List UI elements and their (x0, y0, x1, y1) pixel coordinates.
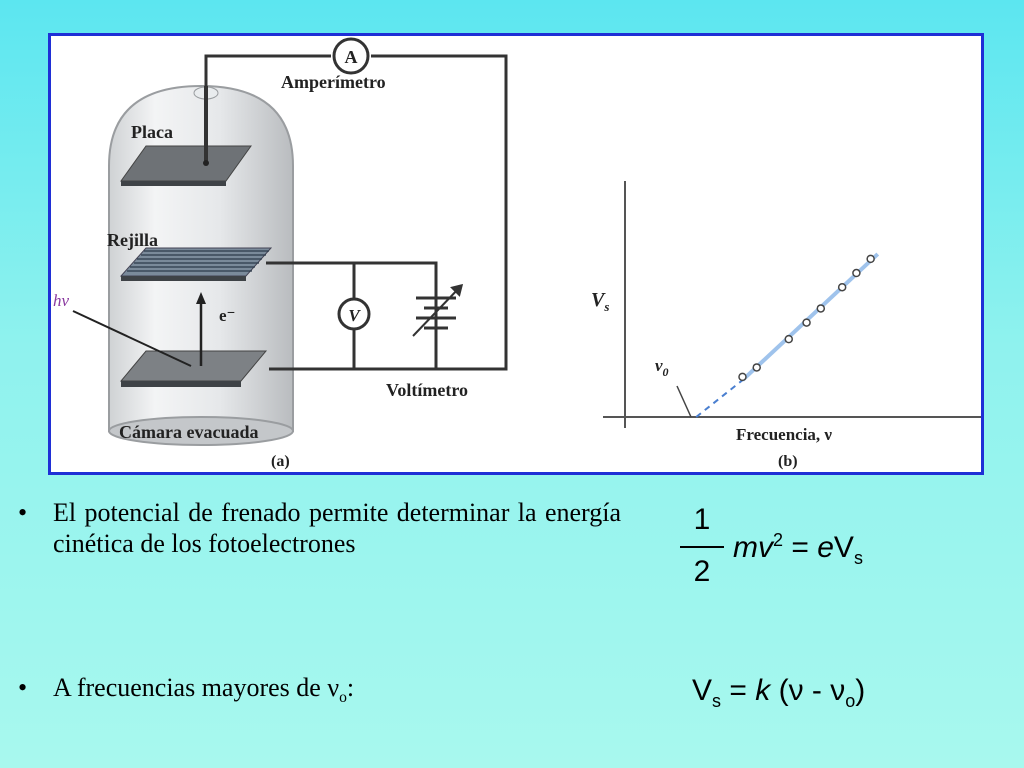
threshold-label: ν0 (655, 356, 669, 379)
panel-a-label: (a) (271, 453, 290, 470)
bullet-text-2: A frecuencias mayores de νo: (53, 673, 355, 707)
data-point-2 (752, 363, 761, 372)
eq1-numerator: 1 (693, 503, 711, 536)
jar-base (108, 416, 294, 446)
y-axis-label: Vs (591, 289, 609, 314)
vs-frequency-graph: Vs Frecuencia, ν ν0 (591, 181, 981, 444)
data-point-7 (852, 268, 861, 278)
photon-label: hν (53, 291, 70, 310)
ammeter-symbol: A (345, 47, 358, 67)
cathode-plate (119, 350, 268, 382)
photoelectric-figure: A V (48, 33, 984, 475)
data-point-6 (837, 282, 847, 292)
grid (119, 247, 273, 277)
photon-ray (72, 310, 192, 367)
data-point-3 (784, 334, 794, 344)
ammeter-label: Amperímetro (281, 72, 386, 92)
wire-right (269, 54, 508, 371)
eq2: Vs = k (ν - νo) (692, 674, 866, 711)
data-point-4 (802, 318, 811, 327)
electron-label: e⁻ (219, 306, 236, 325)
plate-edge (121, 181, 226, 186)
panel-b-label: (b) (778, 453, 798, 470)
bullet-marker-2: • (18, 673, 28, 702)
data-points (738, 254, 875, 382)
battery-icon (412, 263, 464, 369)
voltmeter-circle (337, 297, 371, 331)
grid-lines (127, 250, 269, 272)
data-point-5 (816, 304, 826, 313)
eq1-rhs: mv2 = eVs (733, 530, 863, 568)
voltmeter-symbol: V (348, 306, 361, 325)
voltmeter-label: Voltímetro (386, 380, 468, 400)
plate-label: Placa (131, 122, 173, 142)
eq1-fraction-bar (680, 546, 724, 548)
bullet-marker-1: • (18, 498, 28, 527)
grid-label: Rejilla (107, 230, 158, 250)
figure-svg: A V (53, 37, 981, 470)
fit-line-extrapolated (695, 379, 744, 418)
x-axis-label: Frecuencia, ν (736, 425, 832, 444)
threshold-pointer (676, 385, 692, 418)
eq1-denominator: 2 (693, 555, 711, 588)
ammeter-circle (332, 37, 370, 75)
chamber-label: Cámara evacuada (119, 422, 258, 442)
bullet-text-1: El potencial de frenado permite determin… (53, 498, 621, 558)
data-point-8 (866, 254, 875, 264)
data-point-1 (738, 372, 747, 382)
